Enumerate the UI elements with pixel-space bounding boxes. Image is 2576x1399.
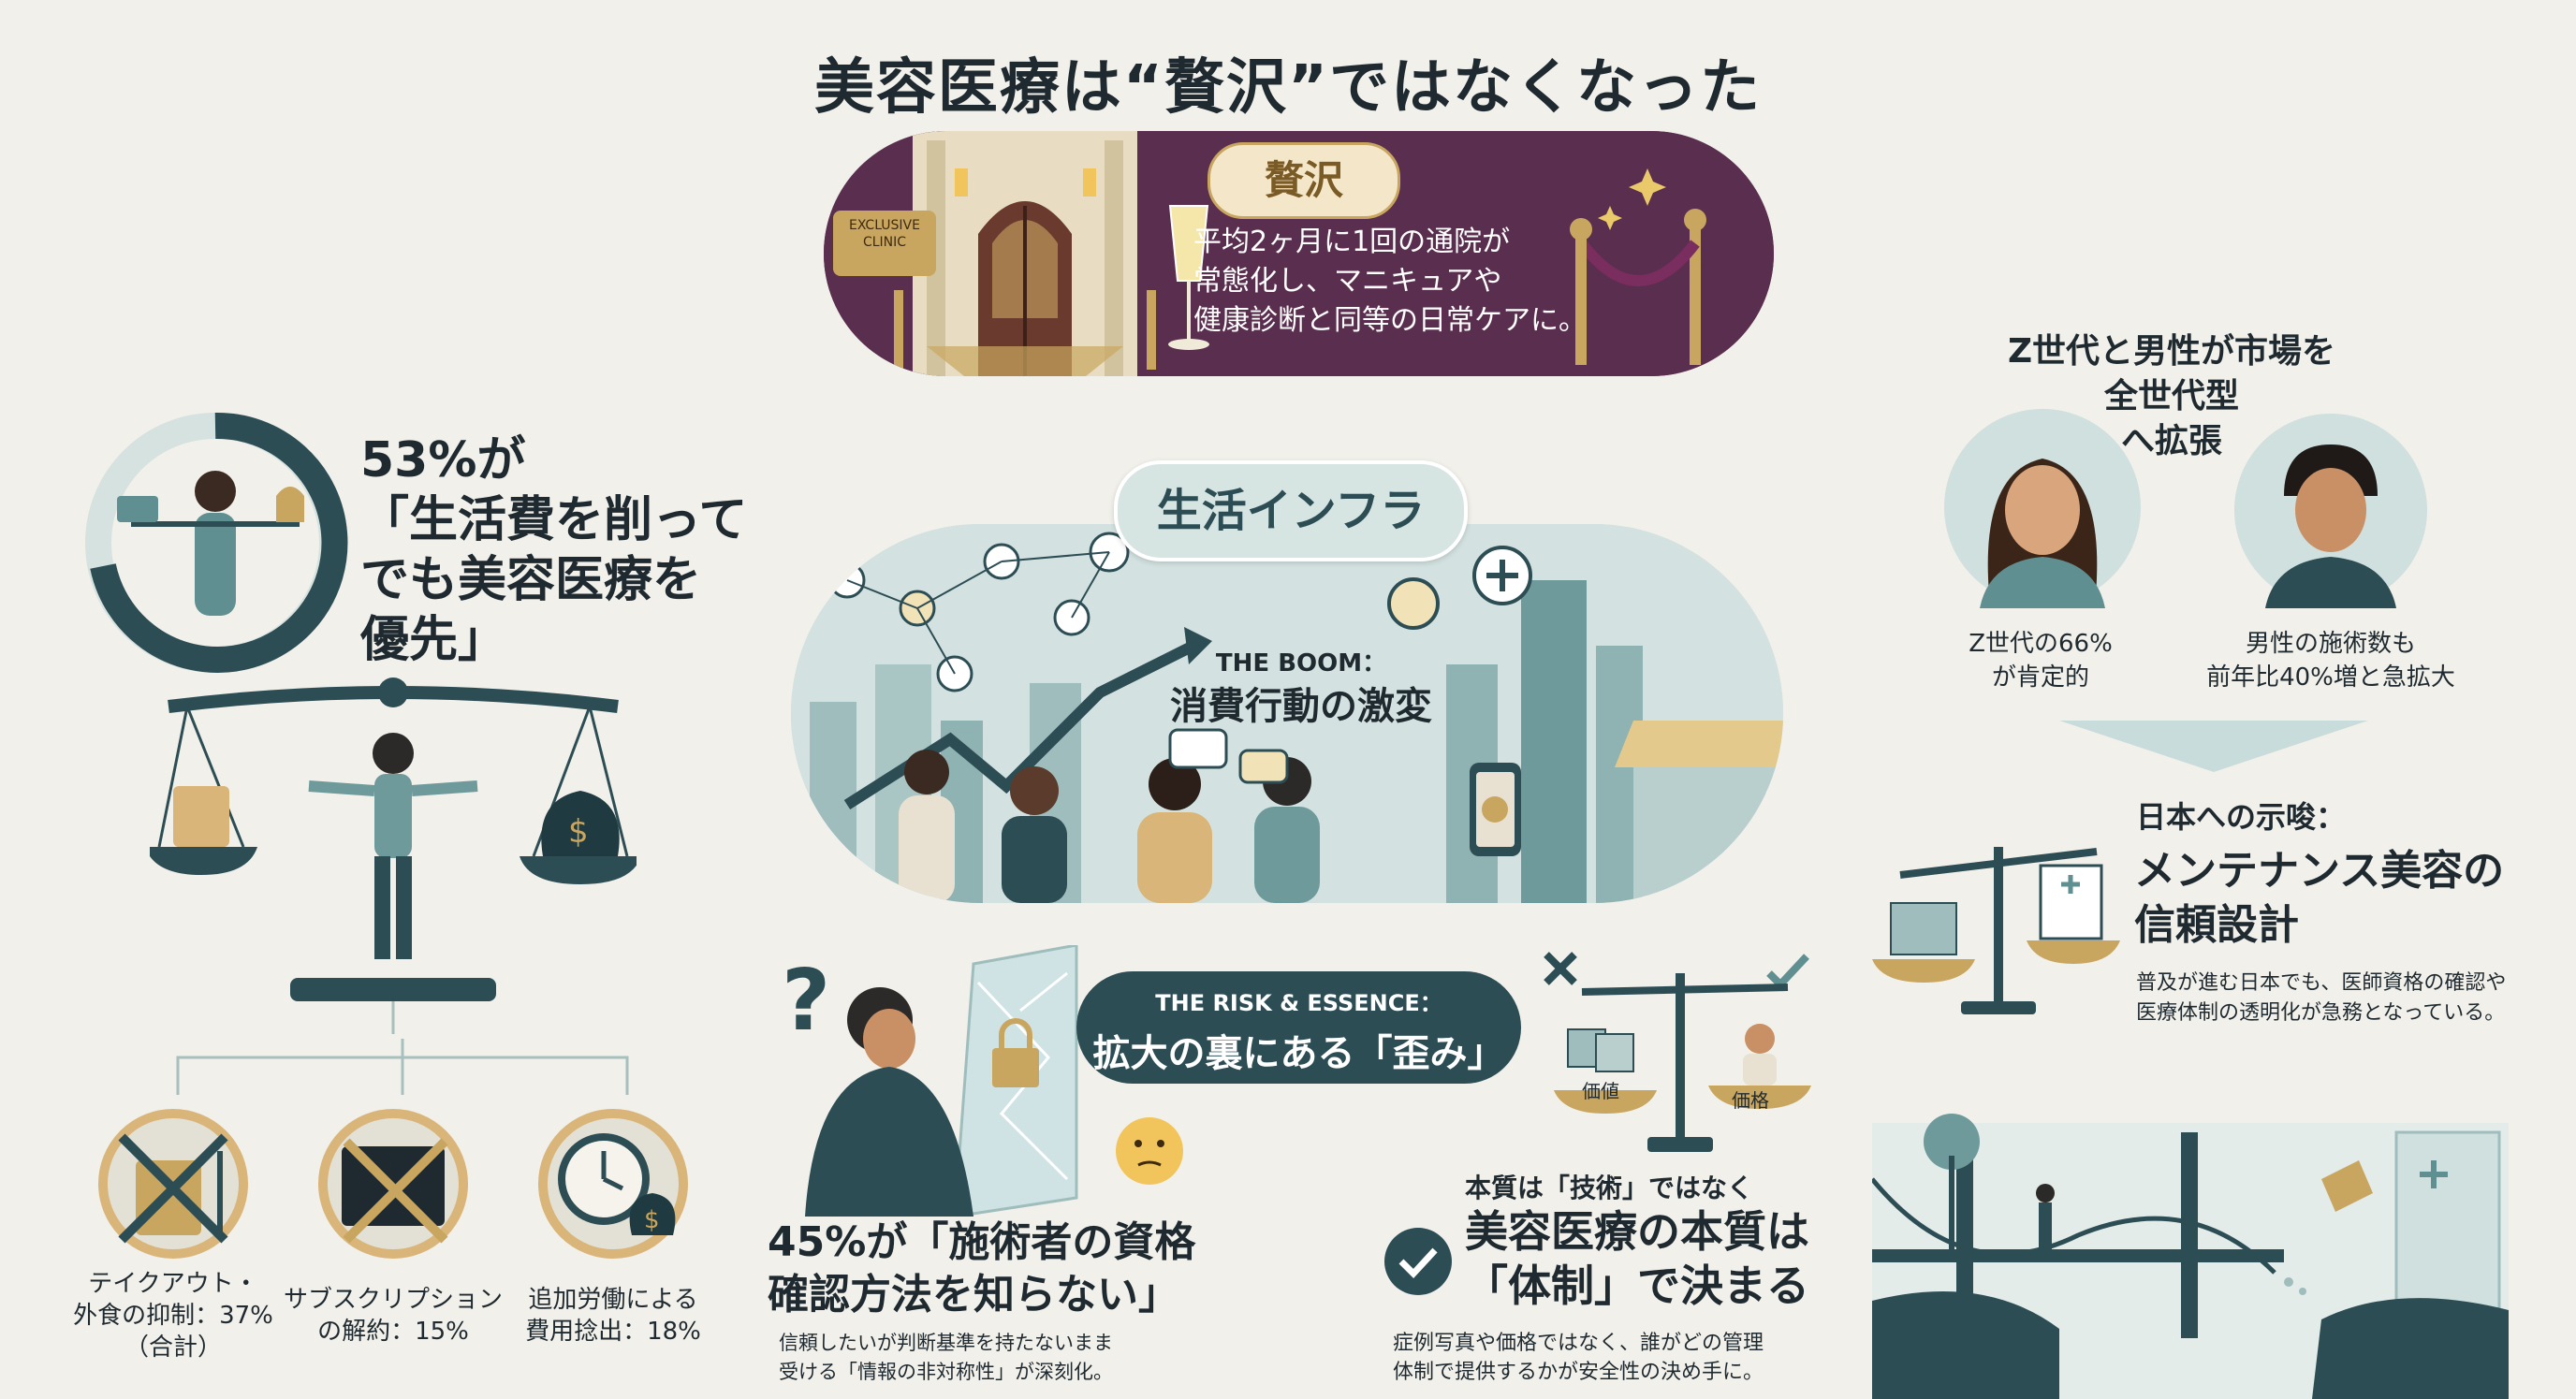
male-caption: 男性の施術数も 前年比40%増と急拡大 bbox=[2162, 627, 2499, 694]
subscription-crossed-icon bbox=[318, 1109, 468, 1259]
luxury-text-line: 平均2ヶ月に1回の通院が bbox=[1193, 226, 1511, 258]
japan-lead: 日本への示唆： bbox=[2136, 799, 2347, 835]
page-title: 美容医療は“贅沢”ではなくなった bbox=[813, 53, 1763, 123]
z-gen-caption: Z世代の66% が肯定的 bbox=[1933, 627, 2148, 694]
bridge-illustration bbox=[1872, 1114, 2509, 1399]
infra-panel bbox=[791, 524, 1783, 903]
caption-line: 費用捻出：18% bbox=[525, 1318, 701, 1346]
thinking-emoji-icon bbox=[1116, 1117, 1183, 1185]
stat-line: 優先」 bbox=[360, 612, 507, 668]
luxury-scene-illustration bbox=[824, 131, 1774, 376]
caption-line: 外食の抑制：37% bbox=[73, 1302, 273, 1330]
heading-line: へ拡張 bbox=[2120, 422, 2222, 460]
stat-line: 53%が bbox=[360, 432, 526, 488]
asymmetry-note: 信頼したいが判断基準を持たないまま 受ける「情報の非対称性」が深刻化。 bbox=[779, 1329, 1266, 1387]
stat-line: でも美容医療を bbox=[360, 552, 702, 608]
sign-line-2: CLINIC bbox=[862, 235, 907, 250]
z-gen-heading: Z世代と男性が市場を 全世代型 へ拡張 bbox=[1975, 329, 2368, 464]
caption-line: 前年比40%増と急拡大 bbox=[2206, 663, 2455, 692]
caption-line: （合計） bbox=[124, 1333, 222, 1362]
infra-badge: 生活インフラ bbox=[1114, 460, 1468, 561]
value-price-scale-illustration bbox=[1544, 952, 1811, 1152]
balance-scale-person-illustration: $ bbox=[150, 678, 637, 1034]
japan-heading-line: メンテナンス美容の bbox=[2134, 847, 2505, 895]
stat-line: 確認方法を知らない」 bbox=[768, 1271, 1179, 1319]
japan-body: 普及が進む日本でも、医師資格の確認や 医療体制の透明化が急務となっている。 bbox=[2136, 969, 2548, 1028]
luxury-description: 平均2ヶ月に1回の通院が 常態化し、マニキュアや 健康診断と同等の日常ケアに。 bbox=[1193, 223, 1633, 341]
essence-heading: 美容医療の本質は 「体制」で決まる bbox=[1465, 1204, 1858, 1313]
stat-53-percent: 53%が 「生活費を削って でも美容医療を 優先」 bbox=[360, 430, 748, 670]
takeout-caption: テイクアウト・ 外食の抑制：37% （合計） bbox=[66, 1268, 281, 1363]
extra-work-caption: 追加労働による 費用捻出：18% bbox=[510, 1284, 716, 1348]
takeout-crossed-icon bbox=[98, 1109, 248, 1259]
essence-lead: 本質は「技術」ではなく bbox=[1465, 1173, 1754, 1203]
clock-money-icon: $ bbox=[538, 1109, 688, 1259]
japan-heading-line: 信頼設計 bbox=[2134, 901, 2299, 949]
z-gen-woman-avatar bbox=[1944, 409, 2141, 608]
luxury-text-line: 常態化し、マニキュアや bbox=[1193, 265, 1502, 298]
boom-subtitle: THE BOOM： bbox=[1215, 649, 1387, 678]
essence-line: 「体制」で決まる bbox=[1465, 1261, 1809, 1311]
note-line: 信頼したいが判断基準を持たないまま bbox=[779, 1332, 1113, 1354]
risk-subtitle: THE RISK & ESSENCE： bbox=[1155, 990, 1442, 1016]
connector-lines bbox=[176, 1039, 629, 1095]
subscription-caption: サブスクリプション の解約：15% bbox=[281, 1284, 505, 1348]
caption-line: の解約：15% bbox=[317, 1318, 469, 1346]
stat-line: 45%が「施術者の資格 bbox=[768, 1218, 1196, 1266]
city-crowd-illustration bbox=[791, 524, 1783, 903]
risk-badge: THE RISK & ESSENCE： 拡大の裏にある「歪み」 bbox=[1076, 971, 1521, 1084]
scale-price-label: 価格 bbox=[1732, 1089, 1769, 1112]
caption-line: テイクアウト・ bbox=[88, 1270, 258, 1298]
note-line: 受ける「情報の非対称性」が深刻化。 bbox=[779, 1361, 1113, 1383]
stat-45-percent: 45%が「施術者の資格 確認方法を知らない」 bbox=[768, 1217, 1273, 1321]
sign-line-1: EXCLUSIVE bbox=[849, 218, 920, 233]
essence-body-line: 症例写真や価格ではなく、誰がどの管理 bbox=[1393, 1332, 1764, 1355]
trust-scale-illustration bbox=[1872, 847, 2120, 1014]
confused-person-lock-illustration: ? bbox=[782, 945, 1078, 1217]
caption-line: 男性の施術数も bbox=[2245, 630, 2416, 658]
scale-value-label: 価値 bbox=[1582, 1080, 1619, 1102]
heading-line: 全世代型 bbox=[2103, 377, 2239, 415]
checkmark-icon bbox=[1384, 1228, 1452, 1295]
down-chevron-shape bbox=[2059, 721, 2368, 772]
risk-heading: 拡大の裏にある「歪み」 bbox=[1092, 1032, 1505, 1075]
essence-body: 症例写真や価格ではなく、誰がどの管理 体制で提供するかが安全性の決め手に。 bbox=[1393, 1329, 1898, 1387]
stat-line: 「生活費を削って bbox=[360, 492, 748, 548]
heading-line: Z世代と男性が市場を bbox=[2007, 332, 2336, 371]
svg-text:$: $ bbox=[568, 813, 589, 851]
caption-line: 追加労働による bbox=[528, 1286, 698, 1314]
caption-line: サブスクリプション bbox=[283, 1286, 503, 1314]
essence-body-line: 体制で提供するかが安全性の決め手に。 bbox=[1393, 1361, 1764, 1384]
svg-text:?: ? bbox=[782, 952, 830, 1050]
exclusive-clinic-sign: EXCLUSIVE CLINIC bbox=[833, 217, 936, 251]
caption-line: が肯定的 bbox=[1991, 663, 2089, 692]
caption-line: Z世代の66% bbox=[1969, 630, 2113, 658]
luxury-text-line: 健康診断と同等の日常ケアに。 bbox=[1193, 304, 1587, 337]
luxury-badge: 贅沢 bbox=[1208, 142, 1400, 219]
male-avatar bbox=[2234, 414, 2427, 608]
essence-line: 美容医療の本質は bbox=[1465, 1206, 1809, 1257]
japan-body-line: 普及が進む日本でも、医師資格の確認や bbox=[2136, 971, 2507, 995]
budget-ring-illustration bbox=[85, 412, 348, 673]
japan-heading: メンテナンス美容の 信頼設計 bbox=[2134, 844, 2546, 953]
svg-text:$: $ bbox=[644, 1206, 660, 1234]
boom-heading: 消費行動の激変 bbox=[1170, 685, 1432, 728]
japan-body-line: 医療体制の透明化が急務となっている。 bbox=[2136, 1001, 2506, 1025]
